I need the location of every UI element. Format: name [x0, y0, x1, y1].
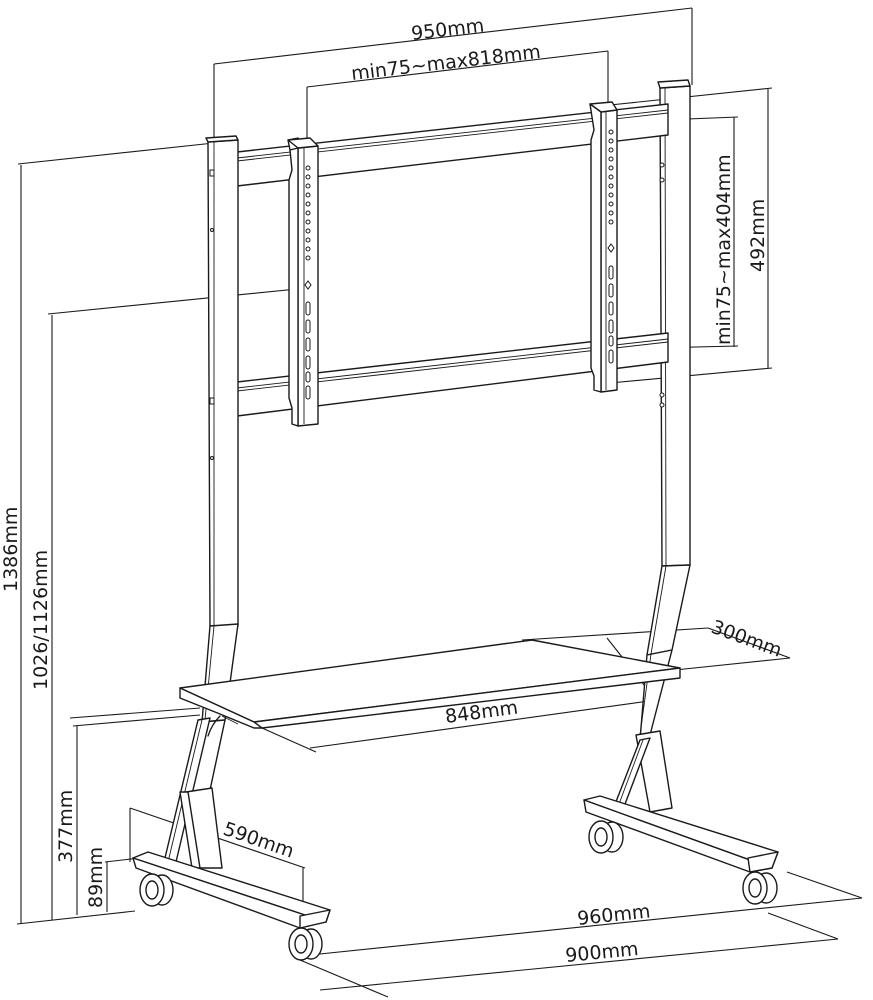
left-upright: [163, 135, 239, 869]
caster-left-rear: [139, 873, 174, 907]
caster-left-front: [288, 927, 323, 961]
label-overall-width: 950mm: [410, 15, 485, 45]
caster-right-rear: [588, 820, 624, 854]
label-base-depth: 590mm: [220, 818, 296, 863]
label-shelf-depth: 300mm: [708, 616, 784, 662]
label-base-inner-width: 900mm: [564, 938, 639, 967]
label-center-height: 1026/1126mm: [30, 550, 52, 690]
label-vesa-horizontal: min75~max818mm: [350, 41, 542, 85]
dimension-lines: [16, 7, 863, 998]
label-overall-height: 1386mm: [0, 507, 22, 592]
label-base-outer-width: 960mm: [576, 900, 651, 930]
right-upright: [611, 79, 691, 813]
label-shelf-height: 377mm: [55, 790, 77, 863]
bracket-holes-left: [304, 165, 312, 400]
label-base-height: 89mm: [85, 847, 107, 908]
label-vesa-vertical: min75~max404mm: [713, 154, 735, 345]
left-vesa-bracket: [287, 137, 319, 427]
right-base-foot: [583, 795, 779, 873]
right-vesa-bracket: [589, 101, 618, 393]
caster-right-front: [742, 871, 778, 905]
bracket-holes-right: [607, 129, 615, 364]
left-base-foot: [132, 851, 331, 929]
shelf: [179, 639, 681, 737]
label-bracket-height: 492mm: [747, 199, 769, 272]
caster-wheels: [139, 820, 778, 961]
